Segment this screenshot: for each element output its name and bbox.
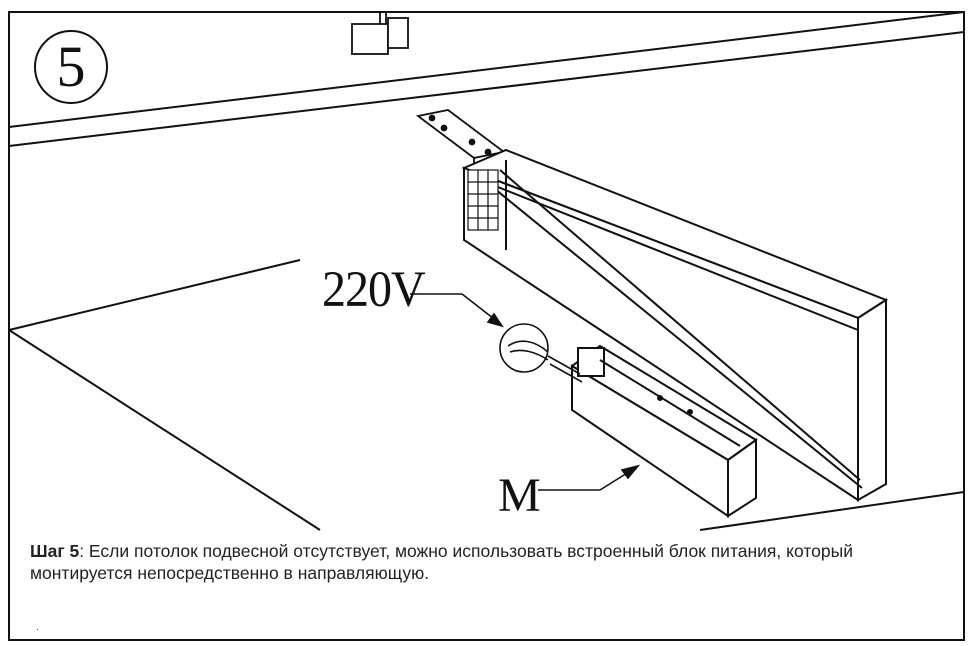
- step-number: 5: [56, 34, 86, 99]
- caption-text: : Если потолок подвесной отсутствует, мо…: [30, 541, 853, 583]
- rail-end-detail: [467, 169, 499, 231]
- step-caption: Шаг 5: Если потолок подвесной отсутствуе…: [30, 540, 960, 584]
- cable-callout: [499, 323, 583, 383]
- leader-m: [538, 464, 641, 491]
- ceiling-clip: [351, 12, 409, 55]
- voltage-label: 220V: [322, 261, 426, 318]
- track-rail: [461, 148, 889, 502]
- caption-step-label: Шаг 5: [30, 541, 80, 561]
- room-lines: [8, 259, 965, 531]
- power-supply-module: [570, 344, 758, 518]
- module-label: M: [498, 469, 541, 522]
- leader-220v: [410, 293, 504, 328]
- ceiling-edge: [8, 11, 965, 147]
- footer-mark: .: [36, 622, 39, 633]
- step-number-badge: 5: [34, 30, 108, 104]
